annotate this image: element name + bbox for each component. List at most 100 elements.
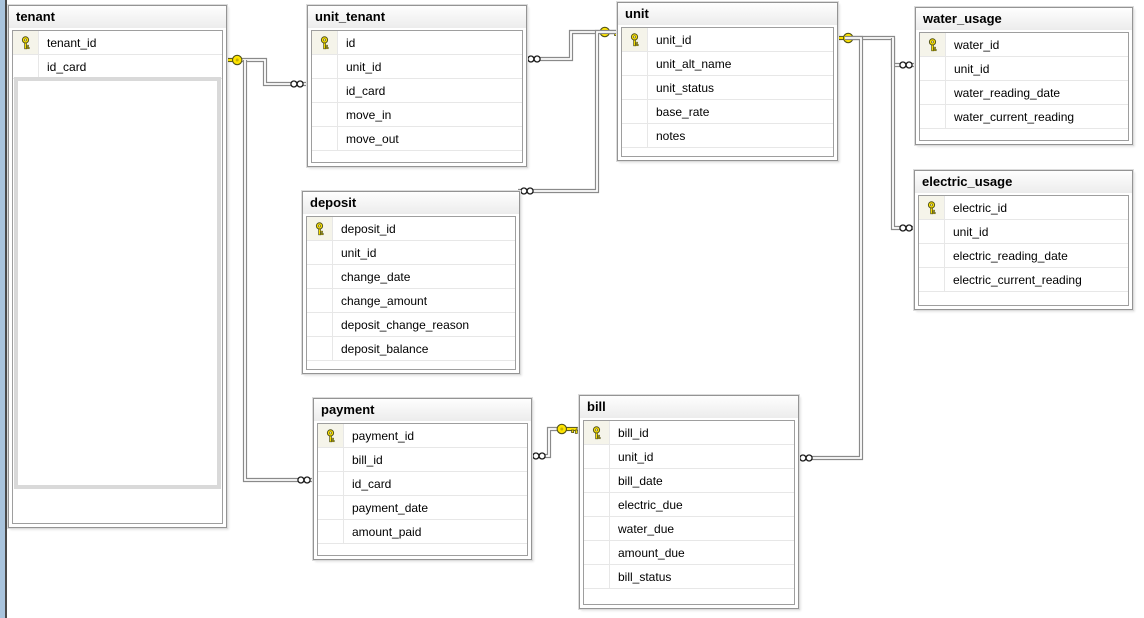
table-header-unit[interactable]: unit — [618, 3, 837, 25]
column-name: electric_id — [953, 200, 1008, 215]
column-row-water_due[interactable]: water_due — [584, 517, 794, 541]
column-row-change_date[interactable]: change_date — [307, 265, 515, 289]
column-grid: id unit_id id_card move_in move_out — [311, 30, 523, 163]
column-row-id[interactable]: id — [312, 31, 522, 55]
column-row-unit_id[interactable]: unit_id — [622, 28, 833, 52]
primary-key-icon — [21, 35, 30, 49]
column-row-bill_id[interactable]: bill_id — [584, 421, 794, 445]
column-row-water_current_reading[interactable]: water_current_reading — [920, 105, 1128, 129]
table-header-unit_tenant[interactable]: unit_tenant — [308, 6, 526, 28]
table-header-payment[interactable]: payment — [314, 399, 531, 421]
column-row-bill_date[interactable]: bill_date — [584, 469, 794, 493]
primary-key-icon — [315, 221, 324, 235]
column-name: base_rate — [656, 104, 710, 119]
column-name: unit_id — [346, 59, 382, 74]
column-row-bill_status[interactable]: bill_status — [584, 565, 794, 589]
table-header-water_usage[interactable]: water_usage — [916, 8, 1132, 30]
column-name: unit_id — [618, 449, 654, 464]
many-side-infinity-icon — [799, 454, 813, 462]
column-name: amount_due — [618, 545, 685, 560]
row-selector-cell — [307, 241, 333, 264]
table-electric_usage[interactable]: electric_usage electric_id unit_id electric… — [914, 170, 1133, 310]
column-row-id_card[interactable]: id_card — [318, 472, 527, 496]
column-row-electric_current_reading[interactable]: electric_current_reading — [919, 268, 1128, 292]
column-row-tenant_id[interactable]: tenant_id — [13, 31, 222, 55]
row-selector-cell — [919, 220, 945, 243]
column-name: unit_id — [341, 245, 377, 260]
column-row-water_id[interactable]: water_id — [920, 33, 1128, 57]
column-row-deposit_balance[interactable]: deposit_balance — [307, 337, 515, 361]
column-name: water_current_reading — [954, 109, 1075, 124]
row-selector-cell — [622, 76, 648, 99]
column-name: unit_alt_name — [656, 56, 732, 71]
relationship-tenant-unit_tenant[interactable] — [221, 54, 307, 88]
column-row-unit_id[interactable]: unit_id — [312, 55, 522, 79]
row-selector-cell — [622, 52, 648, 75]
column-row-payment_date[interactable]: payment_date — [318, 496, 527, 520]
row-selector-cell — [584, 469, 610, 492]
column-row-deposit_id[interactable]: deposit_id — [307, 217, 515, 241]
table-header-tenant[interactable]: tenant — [9, 6, 226, 28]
column-row-deposit_change_reason[interactable]: deposit_change_reason — [307, 313, 515, 337]
primary-key-cell — [920, 33, 946, 56]
table-title: bill — [587, 399, 606, 414]
column-row-change_amount[interactable]: change_amount — [307, 289, 515, 313]
relationship-unit-bill[interactable] — [797, 35, 864, 462]
column-row-unit_id[interactable]: unit_id — [920, 57, 1128, 81]
row-selector-cell — [584, 565, 610, 588]
primary-key-cell — [312, 31, 338, 54]
column-row-move_out[interactable]: move_out — [312, 127, 522, 151]
column-row-bill_id[interactable]: bill_id — [318, 448, 527, 472]
column-row-electric_reading_date[interactable]: electric_reading_date — [919, 244, 1128, 268]
column-name: move_in — [346, 107, 392, 122]
column-row-move_in[interactable]: move_in — [312, 103, 522, 127]
column-row-amount_paid[interactable]: amount_paid — [318, 520, 527, 544]
primary-key-cell — [13, 31, 39, 54]
column-row-notes[interactable]: notes — [622, 124, 833, 148]
relationship-tenant-payment[interactable] — [242, 60, 313, 484]
column-name: bill_id — [618, 425, 649, 440]
row-selector-cell — [318, 520, 344, 543]
relationship-unit-electric_usage[interactable] — [890, 38, 915, 232]
column-row-id_card[interactable]: id_card — [312, 79, 522, 103]
table-header-deposit[interactable]: deposit — [303, 192, 519, 214]
many-side-infinity-icon — [899, 224, 913, 232]
column-name: deposit_balance — [341, 341, 429, 356]
column-row-unit_status[interactable]: unit_status — [622, 76, 833, 100]
column-name: unit_id — [953, 224, 989, 239]
table-title: unit_tenant — [315, 9, 386, 24]
column-row-payment_id[interactable]: payment_id — [318, 424, 527, 448]
column-row-unit_id[interactable]: unit_id — [307, 241, 515, 265]
column-row-unit_alt_name[interactable]: unit_alt_name — [622, 52, 833, 76]
table-header-bill[interactable]: bill — [580, 396, 798, 418]
primary-key-icon — [326, 428, 335, 442]
table-header-electric_usage[interactable]: electric_usage — [915, 171, 1132, 193]
many-side-infinity-icon — [532, 452, 546, 460]
column-row-electric_id[interactable]: electric_id — [919, 196, 1128, 220]
column-row-id_card[interactable]: id_card — [13, 55, 222, 79]
relationship-bill-payment[interactable] — [530, 423, 579, 460]
column-row-base_rate[interactable]: base_rate — [622, 100, 833, 124]
column-row-electric_due[interactable]: electric_due — [584, 493, 794, 517]
table-title: electric_usage — [922, 174, 1013, 189]
column-row-water_reading_date[interactable]: water_reading_date — [920, 81, 1128, 105]
table-unit[interactable]: unit unit_id unit_alt_name unit_status base_… — [617, 2, 838, 161]
column-row-amount_due[interactable]: amount_due — [584, 541, 794, 565]
relationship-unit-deposit[interactable] — [518, 29, 617, 195]
many-side-infinity-icon — [899, 61, 913, 69]
row-selector-cell — [920, 57, 946, 80]
primary-key-icon — [927, 200, 936, 214]
row-selector-cell — [919, 244, 945, 267]
table-title: unit — [625, 6, 649, 21]
row-selector-cell — [622, 124, 648, 147]
column-row-unit_id[interactable]: unit_id — [919, 220, 1128, 244]
column-row-unit_id[interactable]: unit_id — [584, 445, 794, 469]
